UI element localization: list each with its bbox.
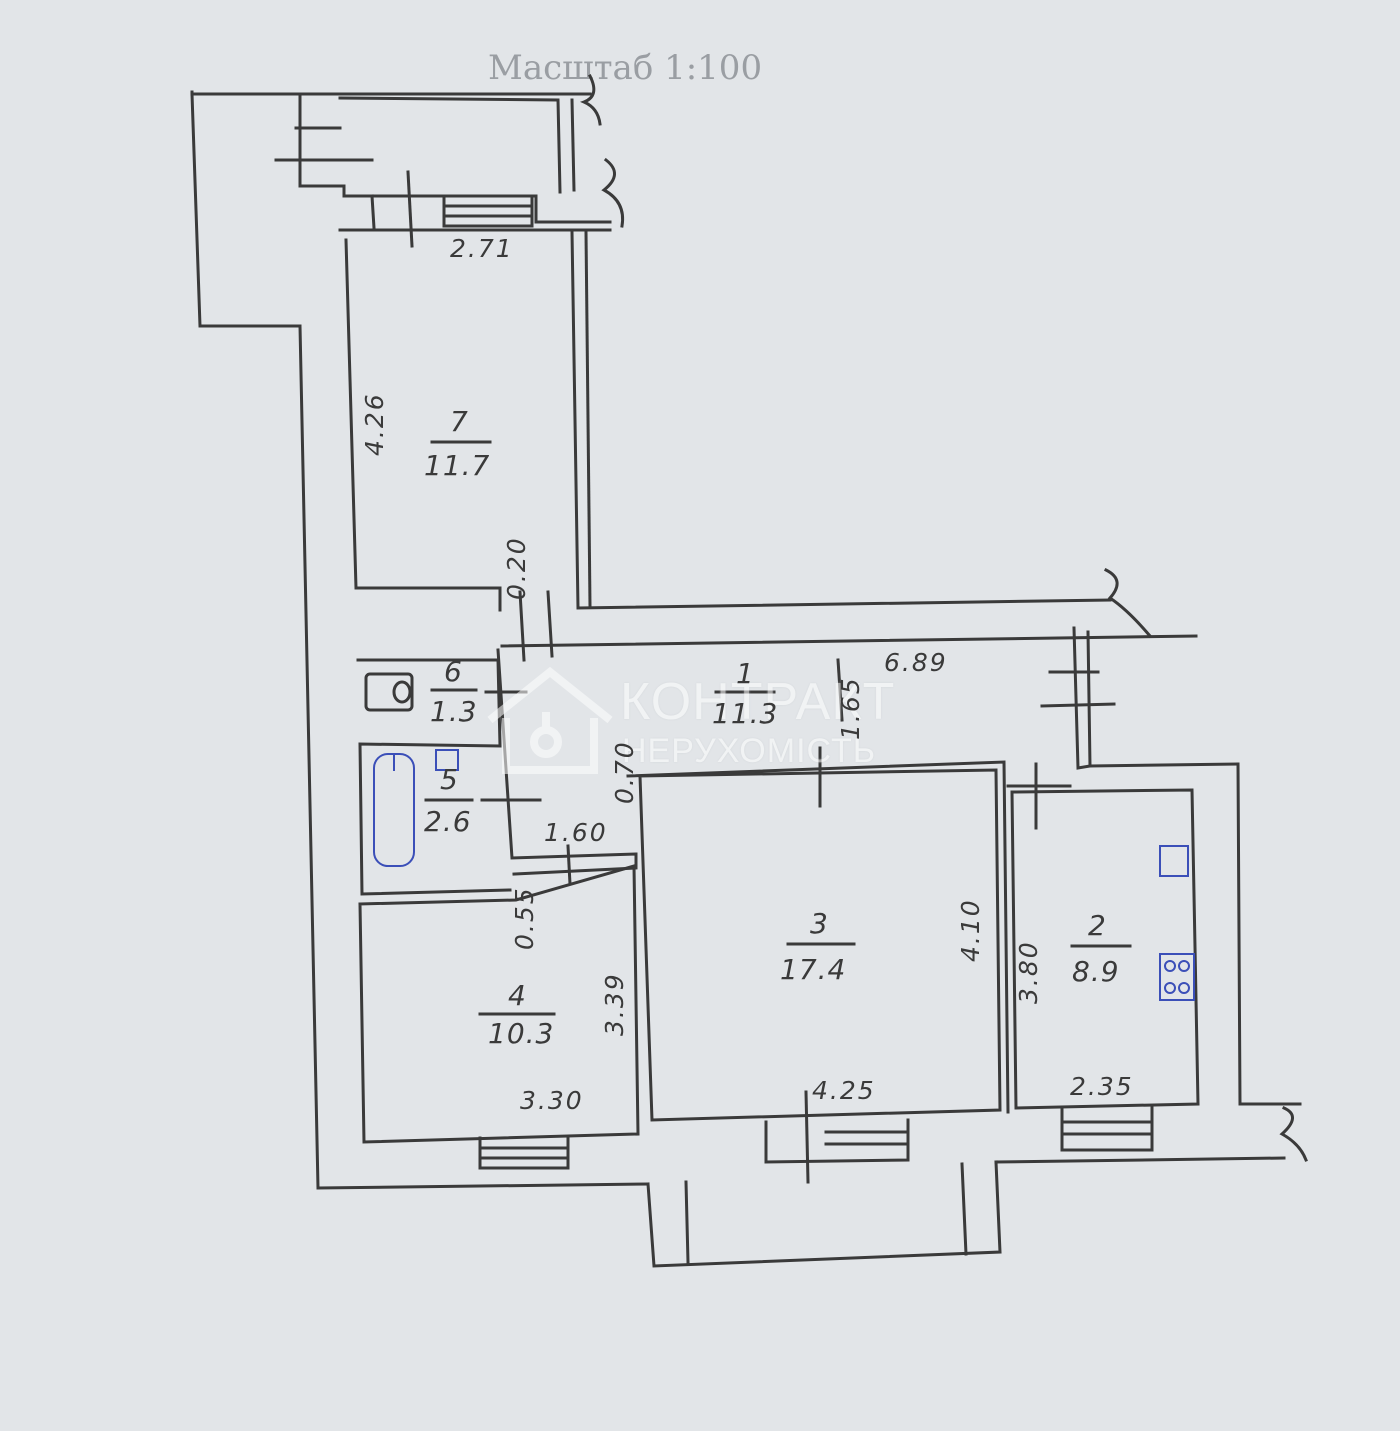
room2-box: [1010, 788, 1200, 1110]
room-5-number: 5: [440, 763, 458, 796]
dim-room2-length: 3.80: [1014, 940, 1043, 1004]
stove-icon: [1159, 845, 1195, 1001]
room7-wall: [344, 238, 502, 612]
break-mark-mid: [1103, 567, 1153, 639]
watermark-line2: НЕРУХОМІСТЬ: [622, 732, 877, 770]
top-stair-upper: [298, 94, 612, 224]
dim-corridor-width: 1.65: [836, 676, 865, 740]
room-7-number: 7: [450, 405, 468, 438]
room3-box: [638, 768, 1002, 1122]
left-balcony: [190, 92, 302, 328]
room-6-number: 6: [444, 655, 462, 688]
room-1-area: 11.3: [712, 697, 779, 730]
south-balcony-inner-r: [960, 1162, 968, 1256]
dim-gap-055: 0.55: [510, 886, 539, 950]
top-stair-box-3: [370, 194, 376, 230]
window-south-2: [764, 1118, 910, 1164]
break-mark-top: [579, 73, 602, 126]
dim-room4-length: 3.39: [600, 972, 629, 1036]
top-stair-box-2: [570, 98, 576, 192]
outer-wall-south-right: [994, 1156, 1286, 1164]
outer-wall-west: [298, 324, 320, 1190]
dim-room4-width: 3.30: [520, 1086, 584, 1115]
room-4-number: 4: [508, 979, 526, 1012]
dim-hall-length: 1.60: [544, 818, 608, 847]
room-3-number: 3: [810, 907, 828, 940]
sink-icon: [435, 749, 459, 771]
dim-room2-width: 2.35: [1070, 1072, 1134, 1101]
room7-right-outer: [584, 230, 592, 608]
room-7-area: 11.7: [424, 449, 491, 482]
dim-corridor-gap: 0.20: [502, 536, 531, 600]
dim-hall-width: 0.70: [610, 740, 639, 804]
break-mark-right: [1279, 1106, 1308, 1162]
room-3-area: 17.4: [780, 953, 847, 986]
window-south-1: [478, 1136, 570, 1170]
watermark: КОНТРАКТ НЕРУХОМІСТЬ: [480, 660, 920, 780]
room-2-number: 2: [1088, 909, 1106, 942]
wc-box: [356, 658, 512, 896]
corridor-right-post: [1072, 626, 1092, 770]
outer-wall-south: [316, 1182, 650, 1190]
room-2-area: 8.9: [1072, 955, 1120, 988]
corridor-top: [500, 634, 1198, 648]
dim-room7-width: 2.71: [450, 234, 514, 263]
top-stair-box: [338, 96, 562, 194]
room-6-area: 1.3: [430, 695, 478, 728]
room4-box: [358, 864, 640, 1144]
room-5-area: 2.6: [424, 805, 472, 838]
south-balcony: [646, 1160, 1002, 1268]
room3-outer: [626, 760, 1010, 1114]
house-logo-icon: [487, 666, 613, 774]
toilet-icon: [364, 672, 414, 712]
east-upper: [1088, 762, 1240, 768]
break-mark-top-2: [601, 157, 625, 228]
dim-room7-length: 4.26: [360, 392, 389, 456]
outer-wall-east: [1236, 762, 1302, 1106]
dim-room3-width: 4.25: [812, 1076, 876, 1105]
south-balcony-inner: [684, 1180, 690, 1264]
window-south-3: [1060, 1106, 1154, 1152]
dim-room3-length: 4.10: [956, 898, 985, 962]
room-4-area: 10.3: [488, 1017, 555, 1050]
scale-title: Масштаб 1:100: [488, 48, 763, 88]
watermark-line1: КОНТРАКТ: [620, 673, 896, 731]
hall-box: [496, 648, 638, 876]
dim-corridor-length: 6.89: [884, 648, 948, 677]
bathtub-icon: [373, 753, 415, 867]
window-top: [442, 194, 534, 228]
room7-right: [570, 230, 1112, 610]
room-1-number: 1: [736, 657, 754, 690]
